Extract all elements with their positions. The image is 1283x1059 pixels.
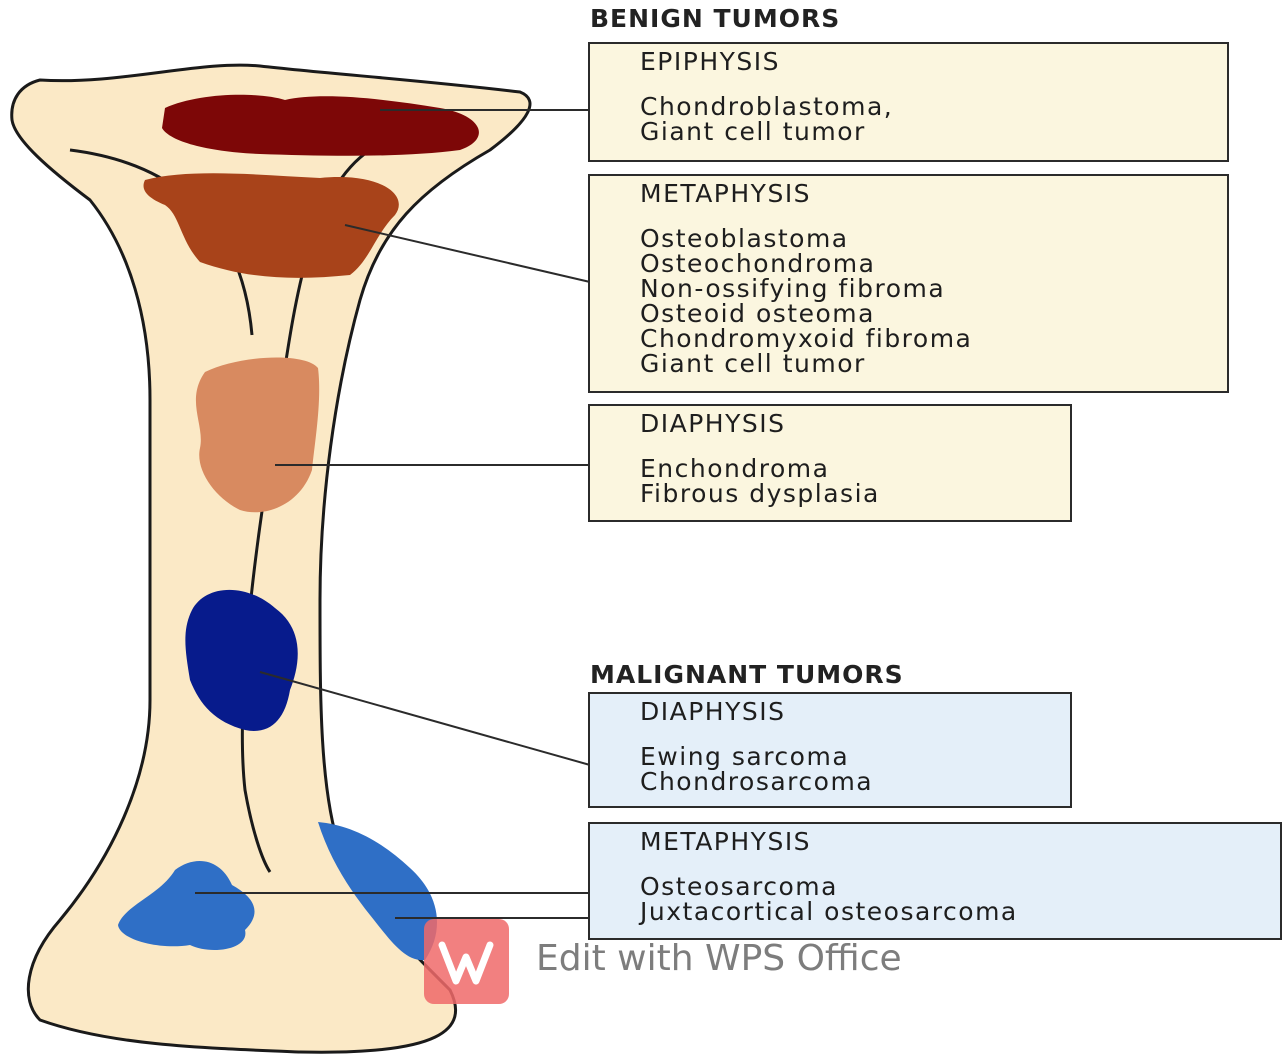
benign-diaphysis-box: DIAPHYSIS Enchondroma Fibrous dysplasia [588, 404, 1072, 522]
tumor-item: Chondromyxoid fibroma [640, 326, 1227, 351]
benign-metaphysis-box: METAPHYSIS Osteoblastoma Osteochondroma … [588, 174, 1229, 393]
malignant-metaphysis-box: METAPHYSIS Osteosarcoma Juxtacortical os… [588, 822, 1282, 940]
tumor-item: Enchondroma [640, 456, 1070, 481]
tumor-item: Chondroblastoma, [640, 94, 1227, 119]
tumor-item: Osteosarcoma [640, 874, 1280, 899]
malignant-diaphysis-box: DIAPHYSIS Ewing sarcoma Chondrosarcoma [588, 692, 1072, 808]
tumor-item: Juxtacortical osteosarcoma [640, 899, 1280, 924]
wps-watermark-text[interactable]: Edit with WPS Office [536, 938, 902, 979]
box-title: METAPHYSIS [640, 826, 1280, 858]
malignant-tumors-heading: MALIGNANT TUMORS [590, 660, 904, 689]
tumor-item: Non-ossifying fibroma [640, 276, 1227, 301]
tumor-item: Giant cell tumor [640, 119, 1227, 144]
box-title: DIAPHYSIS [640, 408, 1070, 440]
leader-metaphysis-benign [345, 225, 590, 282]
box-title: EPIPHYSIS [640, 46, 1227, 78]
tumor-item: Osteoid osteoma [640, 301, 1227, 326]
benign-tumors-heading: BENIGN TUMORS [590, 4, 840, 33]
wps-logo-icon[interactable] [424, 919, 509, 1004]
box-title: DIAPHYSIS [640, 696, 1070, 728]
tumor-item: Giant cell tumor [640, 351, 1227, 376]
tumor-item: Osteochondroma [640, 251, 1227, 276]
tumor-item: Ewing sarcoma [640, 744, 1070, 769]
benign-epiphysis-box: EPIPHYSIS Chondroblastoma, Giant cell tu… [588, 42, 1229, 162]
tumor-item: Fibrous dysplasia [640, 481, 1070, 506]
box-title: METAPHYSIS [640, 178, 1227, 210]
tumor-item: Osteoblastoma [640, 226, 1227, 251]
tumor-item: Chondrosarcoma [640, 769, 1070, 794]
lesion-diaphysis-benign [196, 357, 319, 512]
